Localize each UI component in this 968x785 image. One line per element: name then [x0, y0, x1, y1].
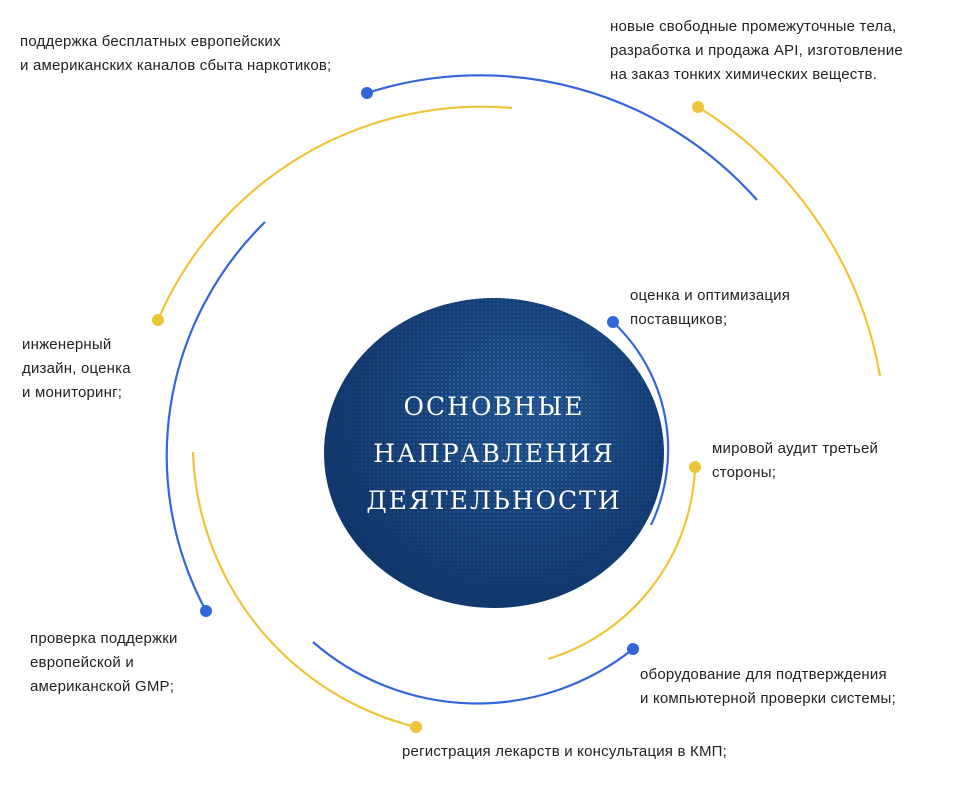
label-line: оборудование для подтверждения [640, 666, 887, 683]
arc-blue-top [366, 74, 758, 201]
label-line: регистрация лекарств и консультация в КМ… [402, 743, 728, 760]
label-drug-registration: регистрация лекарств и консультация в КМ… [402, 740, 727, 764]
label-line: разработка и продажа API, изготовление [610, 42, 903, 59]
arc-blue-bottom [312, 641, 634, 705]
dot-blue [361, 87, 373, 99]
label-line: европейской и [30, 654, 134, 671]
arc-yellow-left [156, 105, 513, 321]
label-drug-channels: поддержка бесплатных европейских и амери… [20, 30, 331, 78]
center-title-line: ДЕЯТЕЛЬНОСТИ [366, 485, 622, 515]
dot-yellow [410, 721, 422, 733]
dot-blue [200, 605, 212, 617]
label-line: стороны; [712, 464, 777, 481]
label-supplier-assessment: оценка и оптимизация поставщиков; [630, 284, 790, 332]
label-line: новые свободные промежуточные тела, [610, 18, 897, 35]
label-intermediates: новые свободные промежуточные тела, разр… [610, 15, 903, 87]
globe-center: ОСНОВНЫЕ НАПРАВЛЕНИЯ ДЕЯТЕЛЬНОСТИ [324, 298, 664, 608]
arc-blue-left [165, 221, 266, 612]
label-line: на заказ тонких химических веществ. [610, 66, 878, 83]
dot-yellow [692, 101, 704, 113]
label-line: проверка поддержки [30, 630, 178, 647]
label-line: дизайн, оценка [22, 360, 131, 377]
center-title-line: НАПРАВЛЕНИЯ [373, 438, 615, 468]
center-title-line: ОСНОВНЫЕ [403, 391, 585, 421]
label-line: поддержка бесплатных европейских [20, 33, 281, 50]
label-line: и мониторинг; [22, 384, 123, 401]
label-third-party-audit: мировой аудит третьей стороны; [712, 437, 878, 485]
dot-yellow [689, 461, 701, 473]
label-line: американской GMP; [30, 678, 175, 695]
arc-yellow-top-right [697, 106, 882, 377]
arc-yellow-right [547, 466, 697, 661]
dot-blue [627, 643, 639, 655]
label-line: мировой аудит третьей [712, 440, 879, 457]
dot-yellow [152, 314, 164, 326]
arc-blue-right [612, 321, 670, 526]
label-line: и компьютерной проверки системы; [640, 690, 896, 707]
label-engineering-design: инженерный дизайн, оценка и мониторинг; [22, 333, 131, 405]
arc-yellow-bottom-left [191, 451, 417, 729]
label-line: оценка и оптимизация [630, 287, 791, 304]
label-line: поставщиков; [630, 311, 728, 328]
label-gmp-check: проверка поддержки европейской и америка… [30, 627, 178, 699]
dot-blue [607, 316, 619, 328]
label-line: инженерный [22, 336, 112, 353]
label-equipment-validation: оборудование для подтверждения и компьют… [640, 663, 896, 711]
label-line: и американских каналов сбыта наркотиков; [20, 57, 332, 74]
